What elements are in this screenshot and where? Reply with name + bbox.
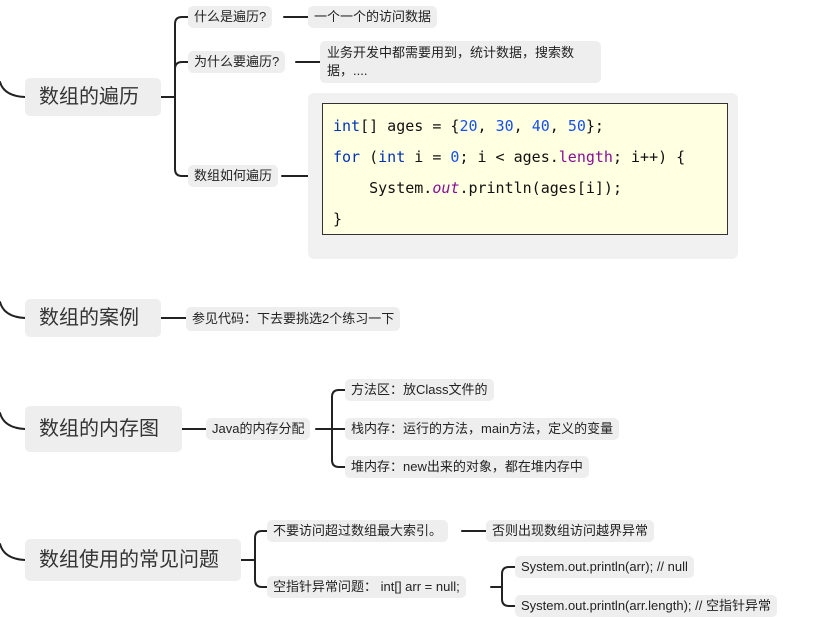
code-line-2: for (int i = 0; i < ages.length; i++) {	[333, 148, 686, 166]
node-how-traverse[interactable]: 数组如何遍历	[188, 165, 279, 187]
node-what-is-traverse-answer[interactable]: 一个一个的访问数据	[308, 6, 438, 28]
topic-array-common-problems[interactable]: 数组使用的常见问题	[25, 539, 241, 581]
link-alloc-heap	[331, 428, 346, 468]
link-null-1	[501, 566, 516, 588]
node-null-println-length[interactable]: System.out.println(arr.length); // 空指针异常	[515, 595, 777, 617]
node-case-reference[interactable]: 参见代码：下去要挑选2个练习一下	[186, 307, 401, 331]
link-root-case	[0, 301, 26, 319]
link-alloc-method	[331, 389, 346, 430]
node-null-println-arr[interactable]: System.out.println(arr); // null	[515, 556, 694, 578]
topic-array-case[interactable]: 数组的案例	[25, 299, 161, 337]
node-method-area[interactable]: 方法区：放Class文件的	[345, 379, 494, 401]
code-line-3: System.out.println(ages[i]);	[333, 179, 622, 197]
link-traverse-how	[174, 96, 189, 177]
code-line-1: int[] ages = {20, 30, 40, 50};	[333, 117, 604, 135]
link-traverse-what	[174, 16, 189, 98]
link-problems-index	[254, 530, 268, 561]
node-null-pointer[interactable]: 空指针异常问题： int[] arr = null;	[267, 576, 466, 598]
topic-array-traverse[interactable]: 数组的遍历	[25, 78, 161, 116]
node-heap-memory[interactable]: 堆内存：new出来的对象，都在堆内存中	[345, 456, 589, 478]
code-line-4: }	[333, 210, 343, 228]
node-index-out-of-bounds-result[interactable]: 否则出现数组访问越界异常	[486, 520, 655, 542]
link-root-memory	[0, 412, 26, 430]
link-root-problems	[0, 543, 26, 561]
node-stack-memory[interactable]: 栈内存：运行的方法，main方法，定义的变量	[345, 418, 620, 440]
node-java-memory-allocation[interactable]: Java的内存分配	[206, 418, 311, 440]
node-index-out-of-bounds[interactable]: 不要访问超过数组最大索引。	[267, 520, 449, 542]
link-problems-null	[254, 559, 268, 588]
code-snippet: int[] ages = {20, 30, 40, 50}; for (int …	[322, 103, 728, 235]
link-traverse-why	[174, 61, 189, 98]
node-why-traverse[interactable]: 为什么要遍历?	[188, 51, 286, 73]
topic-array-memory[interactable]: 数组的内存图	[25, 406, 182, 452]
link-null-2	[501, 586, 516, 607]
link-root-traverse	[0, 81, 26, 98]
node-why-traverse-answer[interactable]: 业务开发中都需要用到，统计数据，搜索数据，....	[320, 41, 601, 83]
node-what-is-traverse[interactable]: 什么是遍历?	[188, 6, 273, 28]
